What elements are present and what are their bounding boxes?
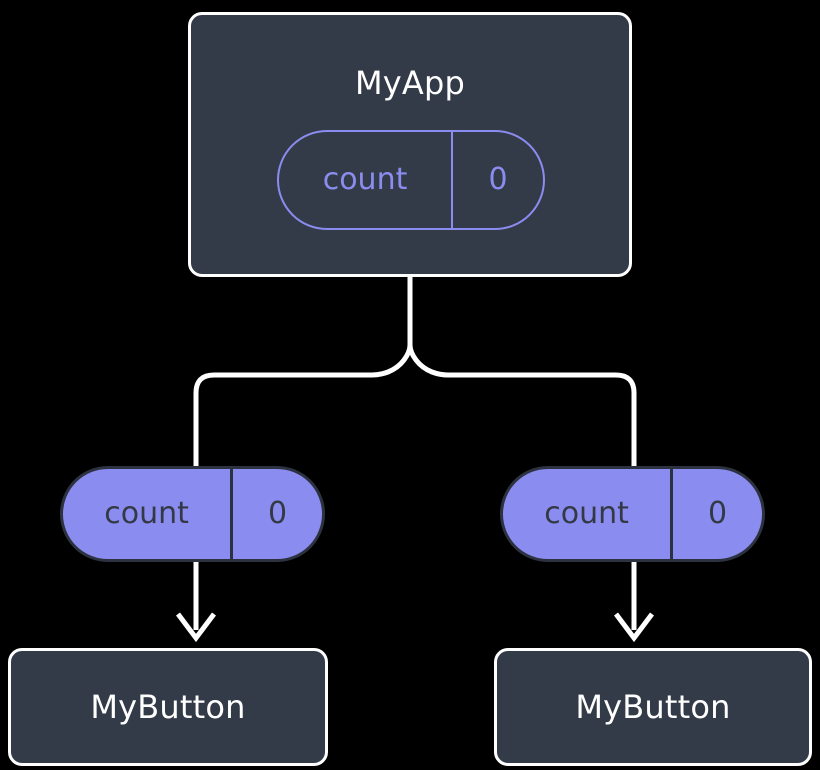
arrow-head-right <box>614 612 654 643</box>
state-pill-myapp[interactable]: count 0 <box>277 130 545 230</box>
state-pill-key: count <box>322 162 408 197</box>
props-pill-value: 0 <box>670 469 762 559</box>
props-pill-key: count <box>544 496 629 531</box>
props-pill-value: 0 <box>230 469 322 559</box>
edge-branch-left <box>193 344 413 466</box>
component-name-mybutton: MyButton <box>90 688 246 726</box>
component-node-mybutton-left[interactable]: MyButton <box>8 648 328 766</box>
edge-branch-right <box>407 344 637 466</box>
props-pill-right[interactable]: count 0 <box>500 466 765 562</box>
component-name-myapp: MyApp <box>354 64 466 102</box>
props-pill-left[interactable]: count 0 <box>60 466 325 562</box>
arrow-head-left <box>176 612 216 643</box>
component-name-mybutton: MyButton <box>575 688 731 726</box>
component-node-mybutton-right[interactable]: MyButton <box>494 648 812 766</box>
state-pill-value: 0 <box>451 132 543 228</box>
props-pill-key: count <box>104 496 189 531</box>
